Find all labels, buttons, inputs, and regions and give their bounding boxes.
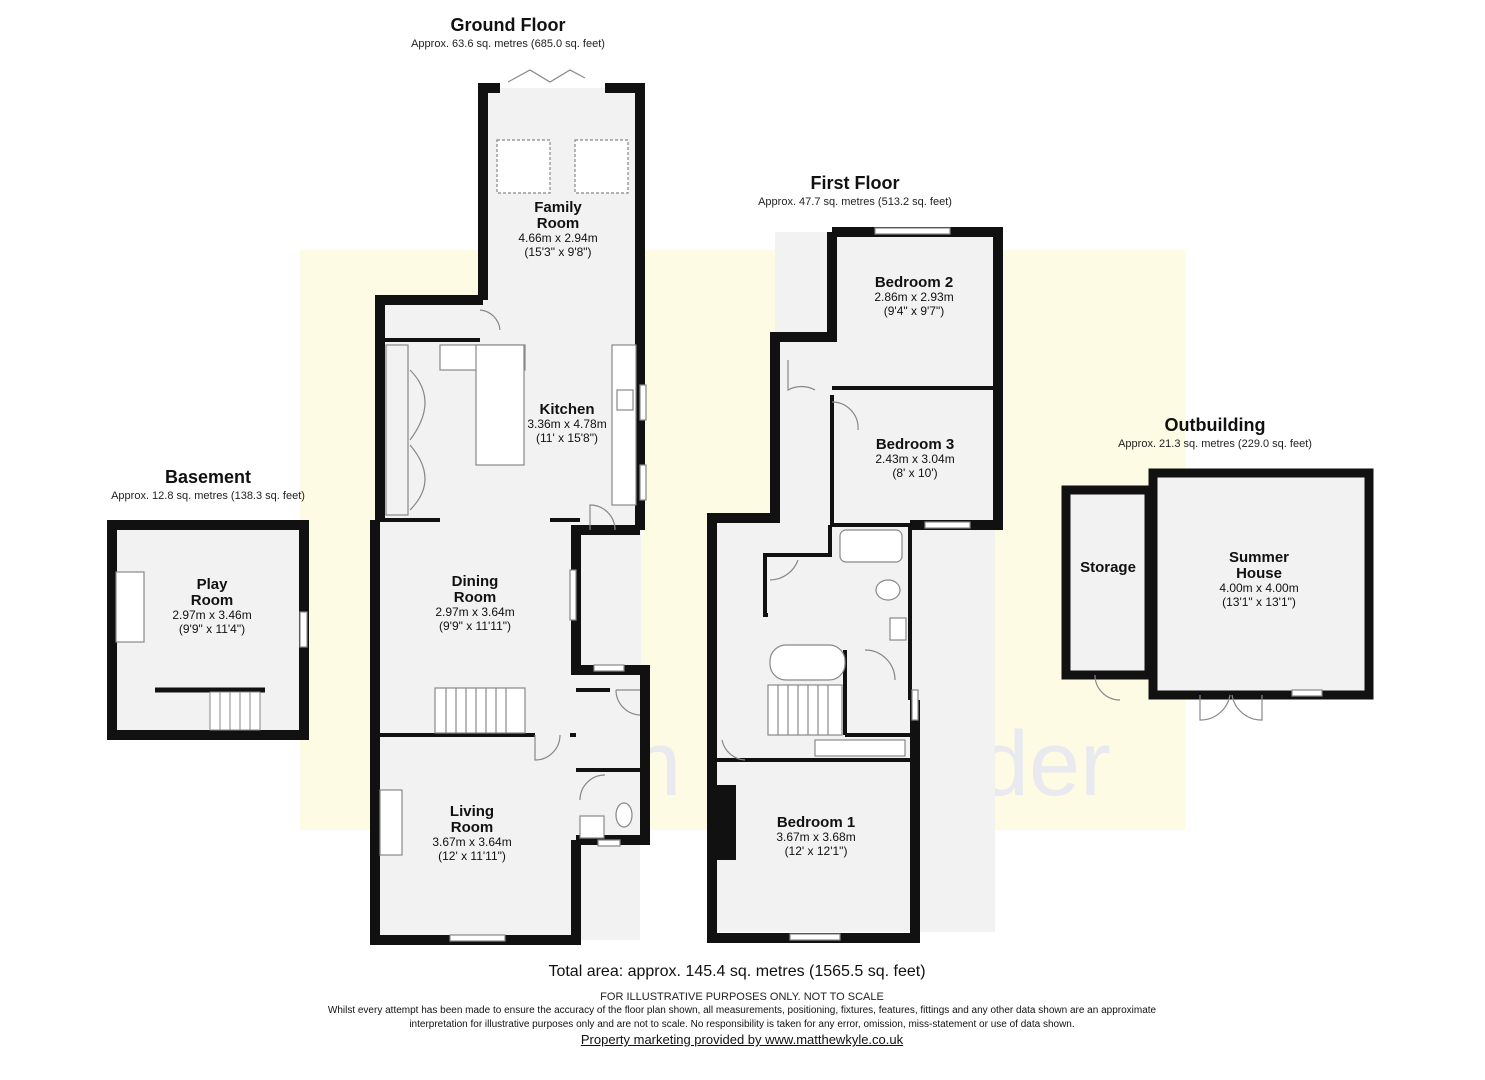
room-name: Bedroom 3 — [875, 436, 955, 453]
room-metric: 2.97m x 3.46m — [172, 608, 252, 623]
room-label-bedroom-1: Bedroom 1 3.67m x 3.68m (12' x 12'1") — [776, 814, 856, 859]
room-name: Bedroom 1 — [776, 814, 856, 831]
room-label-storage: Storage — [1080, 559, 1136, 576]
first-floor-fixtures — [712, 227, 971, 941]
basement-plan — [107, 520, 309, 740]
room-label-living-room: Living Room 3.67m x 3.64m (12' x 11'11") — [432, 803, 512, 864]
room-label-dining-room: Dining Room 2.97m x 3.64m (9'9" x 11'11"… — [435, 573, 515, 634]
room-metric: 2.43m x 3.04m — [875, 452, 955, 467]
room-imperial: (15'3" x 9'8") — [524, 245, 592, 260]
outbuilding-plan — [1061, 468, 1374, 721]
room-name: Play Room — [190, 576, 234, 610]
total-area: Total area: approx. 145.4 sq. metres (15… — [548, 963, 926, 980]
room-metric: 3.67m x 3.68m — [776, 830, 856, 845]
basement-area: Approx. 12.8 sq. metres (138.3 sq. feet) — [111, 490, 305, 502]
room-imperial: (13'1" x 13'1") — [1222, 595, 1296, 610]
room-imperial: (11' x 15'8") — [536, 430, 598, 445]
first-floor-title: First Floor — [810, 173, 900, 193]
room-label-play-room: Play Room 2.97m x 3.46m (9'9" x 11'4") — [172, 576, 252, 637]
room-name: Family Room — [534, 199, 582, 233]
marketing-link[interactable]: Property marketing provided by www.matth… — [580, 1032, 904, 1047]
room-label-kitchen: Kitchen 3.36m x 4.78m (11' x 15'8") — [527, 401, 607, 446]
ground-floor-area: Approx. 63.6 sq. metres (685.0 sq. feet) — [411, 38, 605, 50]
first-floor-area: Approx. 47.7 sq. metres (513.2 sq. feet) — [758, 196, 952, 208]
room-metric: 3.67m x 3.64m — [432, 835, 512, 850]
room-imperial: (8' x 10') — [892, 465, 938, 480]
ground-floor-title: Ground Floor — [450, 15, 566, 35]
room-imperial: (9'9" x 11'4") — [178, 622, 246, 637]
room-name: Dining Room — [451, 573, 499, 607]
room-name: Kitchen — [539, 401, 595, 418]
room-metric: 4.66m x 2.94m — [518, 231, 598, 246]
outbuilding-title: Outbuilding — [1164, 415, 1266, 435]
outbuilding-area: Approx. 21.3 sq. metres (229.0 sq. feet) — [1118, 438, 1312, 450]
room-label-bedroom-2: Bedroom 2 2.86m x 2.93m (9'4" x 9'7") — [874, 274, 954, 319]
room-imperial: (9'9" x 11'11") — [438, 619, 512, 634]
room-label-summer-house: Summer House 4.00m x 4.00m (13'1" x 13'1… — [1219, 549, 1299, 610]
room-metric: 4.00m x 4.00m — [1219, 581, 1299, 596]
room-name: Bedroom 2 — [874, 274, 954, 291]
room-imperial: (12' x 11'11") — [438, 849, 506, 864]
basement-title: Basement — [164, 467, 252, 487]
room-metric: 3.36m x 4.78m — [527, 417, 607, 432]
room-metric: 2.97m x 3.64m — [435, 605, 515, 620]
room-imperial: (12' x 12'1") — [784, 843, 848, 858]
room-name: Summer House — [1228, 549, 1290, 583]
room-label-bedroom-3: Bedroom 3 2.43m x 3.04m (8' x 10') — [875, 436, 955, 481]
room-name: Living Room — [449, 803, 495, 837]
room-label-family-room: Family Room 4.66m x 2.94m (15'3" x 9'8") — [518, 199, 598, 260]
room-imperial: (9'4" x 9'7") — [883, 303, 945, 318]
disclaimer-text: Whilst every attempt has been made to en… — [327, 1005, 1157, 1030]
disclaimer-heading: FOR ILLUSTRATIVE PURPOSES ONLY. NOT TO S… — [600, 991, 884, 1003]
room-metric: 2.86m x 2.93m — [874, 290, 954, 305]
ground-floor-fixtures — [379, 69, 647, 942]
room-name: Storage — [1080, 559, 1136, 576]
